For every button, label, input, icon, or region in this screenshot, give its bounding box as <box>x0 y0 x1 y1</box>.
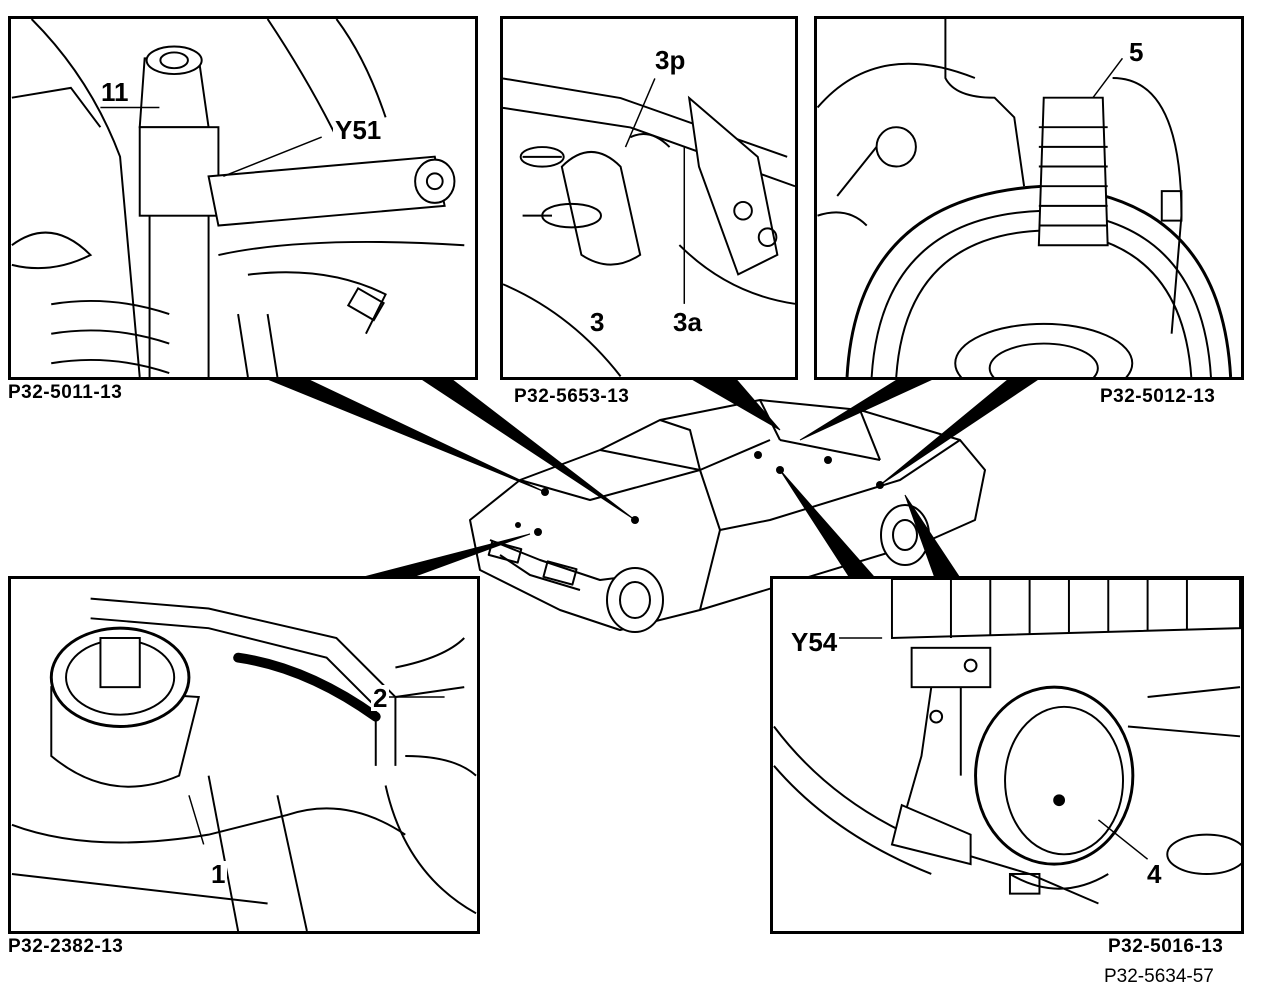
panel-ref-top-mid: P32-5653-13 <box>514 386 630 407</box>
callout-Y51: Y51 <box>333 115 384 145</box>
panel-pressure-sensor: 3p 3 3a <box>500 16 798 380</box>
callout-5: 5 <box>1127 37 1146 67</box>
panel-ref-top-left: P32-5011-13 <box>8 382 123 403</box>
panel-ref-bottom-right: P32-5016-13 <box>1108 936 1224 957</box>
panel-rear-strut: 5 <box>814 16 1244 380</box>
callout-3a: 3a <box>671 307 704 337</box>
panel-front-strut: 11 Y51 <box>8 16 478 380</box>
panel-pressure-reservoir: 2 1 <box>8 576 480 934</box>
leader-lines <box>264 377 1042 579</box>
rear-strut-drawing <box>817 19 1233 377</box>
figure-id: P32-5634-57 <box>1104 966 1214 987</box>
callout-3p: 3p <box>653 45 688 75</box>
callout-4: 4 <box>1145 859 1164 889</box>
callout-1: 1 <box>209 859 228 889</box>
reservoir-drawing <box>11 597 477 931</box>
panel-ref-top-right: P32-5012-13 <box>1100 386 1216 407</box>
panel-ref-bottom-left: P32-2382-13 <box>8 936 124 957</box>
sensor-drawing <box>503 77 795 377</box>
callout-11: 11 <box>99 77 131 107</box>
location-dots <box>515 451 884 536</box>
rear-reservoir-drawing <box>773 579 1241 905</box>
callout-2: 2 <box>371 683 390 713</box>
callout-3: 3 <box>588 307 607 337</box>
strut-drawing <box>11 19 465 377</box>
callout-Y54: Y54 <box>789 627 840 657</box>
panel-rear-reservoir: Y54 4 <box>770 576 1244 934</box>
